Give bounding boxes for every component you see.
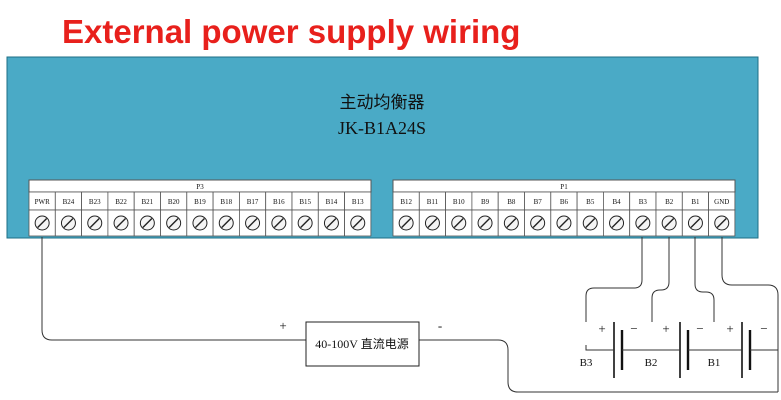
device-model: JK-B1A24S [338, 118, 426, 138]
terminal-screw-slot-b22 [116, 218, 127, 228]
terminal-label-b5: B5 [586, 198, 595, 206]
terminal-label-b13: B13 [352, 198, 364, 206]
terminal-screw-slot-b19 [194, 218, 205, 228]
terminal-label-b23: B23 [89, 198, 101, 206]
dc-power-supply-negative: - [438, 318, 442, 333]
wire-b2-pin [651, 237, 670, 345]
terminal-block-b22 [107, 209, 135, 237]
terminal-label-b7: B7 [534, 198, 543, 206]
terminal-screw-slot-b1 [690, 218, 701, 228]
battery-bank: + − + − + − B3 B2 B1 [572, 321, 778, 378]
wires [41, 237, 779, 393]
wire-pwr-positive [41, 237, 306, 341]
terminal-label-b2: B2 [665, 198, 674, 206]
terminal-label-b9: B9 [481, 198, 490, 206]
terminal-screw-slot-b14 [326, 218, 337, 228]
wire-b1-pin [694, 237, 715, 345]
battery-b1-label: B1 [708, 357, 721, 369]
terminal-label-pwr: PWR [35, 198, 51, 206]
terminal-screw-slot-b9 [480, 218, 491, 228]
terminal-screw-slot-b17 [247, 218, 258, 228]
terminal-label-b4: B4 [612, 198, 621, 206]
terminal-screw-slot-b7 [532, 218, 543, 228]
battery-b3-negative-sign: − [630, 321, 637, 336]
diagram-title: External power supply wiring [62, 13, 521, 50]
terminal-screw-slot-b6 [558, 218, 569, 228]
terminal-screw-slot-b20 [168, 218, 179, 228]
terminal-screw-slot-b18 [221, 218, 232, 228]
terminal-label-b18: B18 [220, 198, 232, 206]
battery-b1-positive-sign: + [726, 321, 733, 336]
terminal-label-b19: B19 [194, 198, 206, 206]
terminal-screw-slot-b23 [89, 218, 100, 228]
terminal-label-b10: B10 [453, 198, 465, 206]
terminal-screw-slot-b15 [300, 218, 311, 228]
battery-b2-negative-sign: − [696, 321, 703, 336]
terminal-screw-slot-b16 [273, 218, 284, 228]
battery-b1-negative-sign: − [760, 321, 767, 336]
battery-b2-positive-sign: + [662, 321, 669, 336]
terminal-label-b22: B22 [115, 198, 127, 206]
terminal-label-b17: B17 [247, 198, 259, 206]
terminal-label-b14: B14 [326, 198, 338, 206]
terminal-screw-slot-pwr [37, 218, 48, 228]
terminal-screw-slot-b2 [664, 218, 675, 228]
wire-psu-negative [419, 339, 778, 393]
terminal-screw-slot-b24 [63, 218, 74, 228]
terminal-label-b20: B20 [168, 198, 180, 206]
terminal-screw-slot-b12 [401, 218, 412, 228]
port-p3-label: P3 [196, 183, 204, 191]
terminal-label-b6: B6 [560, 198, 569, 206]
device-name: 主动均衡器 [340, 93, 425, 112]
port-p1: P1 B12 B11 B10 B9 B8 B7 B6 B5 B4 B3 B2 B1 GND [392, 179, 736, 237]
terminal-screw-slot-b13 [352, 218, 363, 228]
dc-power-supply: 40-100V 直流电源 + - [279, 318, 442, 367]
terminal-label-b24: B24 [63, 198, 75, 206]
terminal-screw-slot-b21 [142, 218, 153, 228]
wire-gnd-pin [721, 237, 779, 392]
terminal-label-b8: B8 [507, 198, 516, 206]
terminal-screw-slot-b11 [427, 218, 438, 228]
terminal-block-b17 [238, 209, 267, 237]
battery-interconnect [585, 345, 778, 351]
terminal-label-b16: B16 [273, 198, 285, 206]
terminal-label-b11: B11 [427, 198, 439, 206]
terminal-screw-slot-b10 [453, 218, 464, 228]
dc-power-supply-positive: + [279, 318, 286, 333]
dc-power-supply-label: 40-100V 直流电源 [315, 337, 408, 351]
terminal-label-b3: B3 [639, 198, 648, 206]
battery-b3-label: B3 [580, 357, 593, 369]
terminal-screw-slot-b3 [637, 218, 648, 228]
terminal-label-gnd: GND [714, 198, 729, 206]
terminal-screw-slot-b5 [585, 218, 596, 228]
terminal-screw-slot-b8 [506, 218, 517, 228]
terminal-label-b15: B15 [299, 198, 311, 206]
terminal-label-b12: B12 [400, 198, 412, 206]
wire-b3-pin [585, 237, 643, 345]
port-p3: P3 PWR B24 B23 B22 B21 B20 B19 B18 B17 B16 B15 B14 B… [28, 179, 372, 237]
dc-power-supply-box [305, 321, 420, 367]
battery-b2-label: B2 [645, 357, 658, 369]
terminal-label-b1: B1 [691, 198, 700, 206]
terminal-screw-slot-b4 [611, 218, 622, 228]
battery-b3-positive-sign: + [598, 321, 605, 336]
port-p1-label: P1 [560, 183, 568, 191]
terminal-label-b21: B21 [142, 198, 154, 206]
terminal-screw-slot-gnd [716, 218, 727, 228]
